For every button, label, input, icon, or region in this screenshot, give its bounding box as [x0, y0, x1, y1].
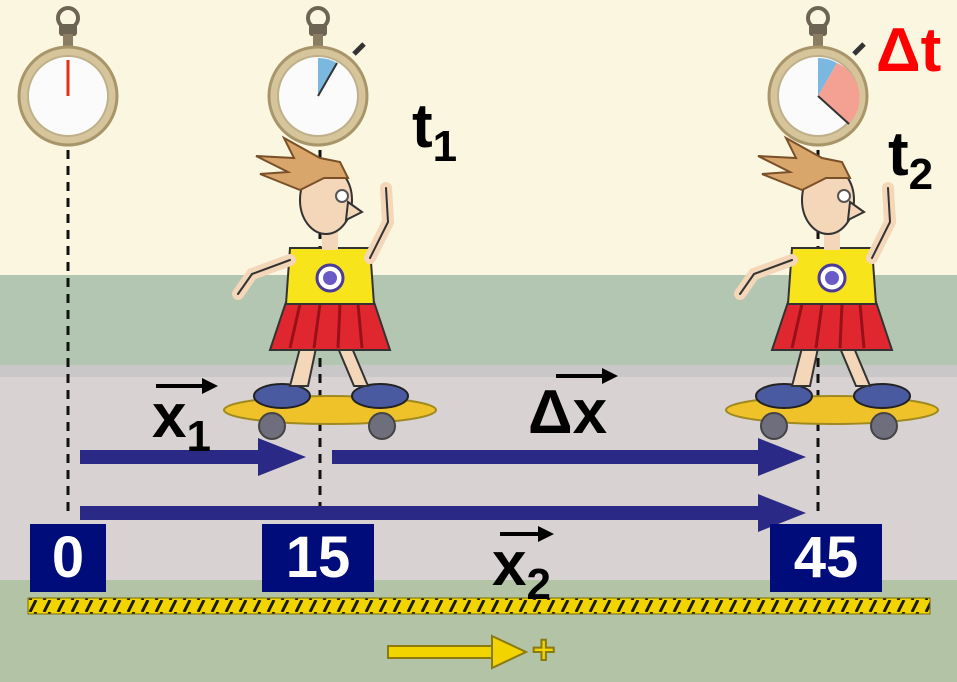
vector-overarrow-x2	[500, 526, 554, 542]
vector-arrow-x2	[80, 494, 806, 532]
stopwatch-icon	[767, 6, 869, 147]
direction-arrow	[387, 634, 529, 670]
stopwatch-icon	[17, 6, 119, 147]
vector-arrow-x1	[80, 438, 306, 476]
positive-direction-sign: +	[531, 628, 556, 672]
position-box-0: 0	[30, 524, 106, 592]
hazard-line	[27, 597, 931, 615]
t1-label: t1	[412, 92, 458, 171]
vector-arrow-delta-x	[332, 438, 806, 476]
delta-x-label: Δx	[528, 378, 608, 447]
x2-label: x2	[492, 530, 551, 609]
curb	[0, 365, 957, 377]
position-box-15: 15	[262, 524, 374, 592]
stopwatch-icon	[267, 6, 369, 147]
position-box-45: 45	[770, 524, 882, 592]
ground-strip	[0, 580, 957, 682]
vector-overarrow-delta-x	[556, 368, 618, 384]
vector-overarrow-x1	[156, 378, 218, 394]
x1-label: x1	[152, 382, 211, 461]
delta-t-label: Δt	[876, 16, 942, 85]
t2-label: t2	[888, 120, 934, 199]
